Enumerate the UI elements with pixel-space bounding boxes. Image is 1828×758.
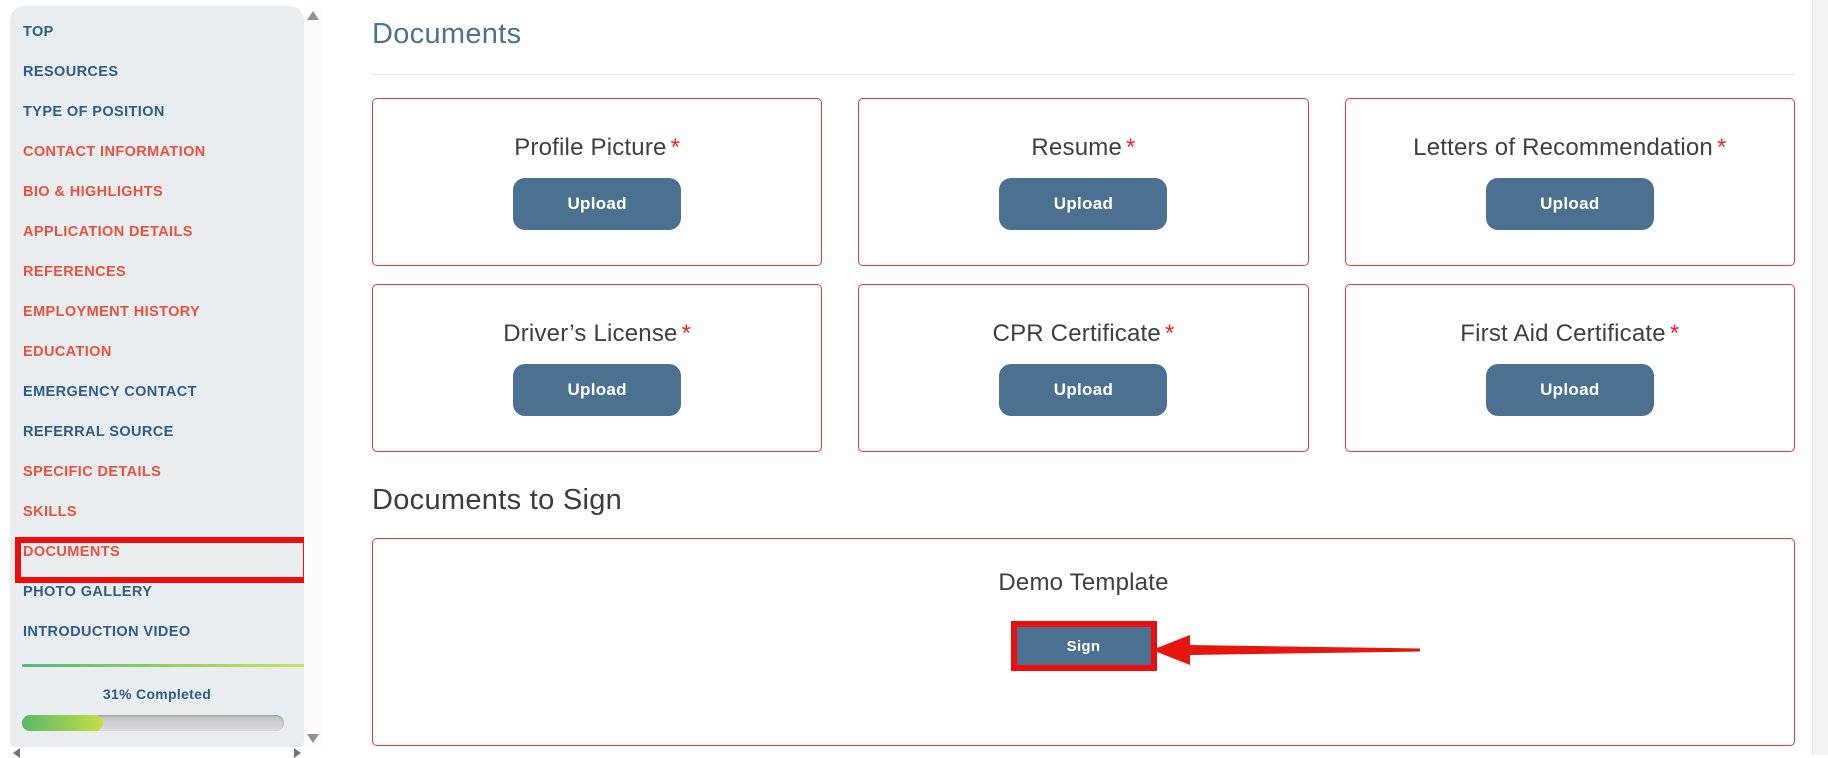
sidebar-item-label: EDUCATION: [23, 344, 112, 360]
sidebar-item-label: REFERRAL SOURCE: [23, 424, 174, 440]
upload-card-cpr-certificate: CPR Certificate* Upload: [858, 284, 1309, 452]
sidebar-nav: TOP RESOURCES TYPE OF POSITION CONTACT INFO…: [10, 6, 304, 652]
sign-button-highlight-annotation: Sign: [1010, 621, 1157, 671]
sidebar-item-specific-details[interactable]: SPECIFIC DETAILS: [10, 452, 304, 492]
sidebar-item-label: SPECIFIC DETAILS: [23, 464, 162, 480]
sidebar-item-label: APPLICATION DETAILS: [23, 224, 193, 240]
sidebar-item-employment-history[interactable]: EMPLOYMENT HISTORY: [10, 292, 304, 332]
sidebar-item-emergency-contact[interactable]: EMERGENCY CONTACT: [10, 372, 304, 412]
sidebar-item-references[interactable]: REFERENCES: [10, 252, 304, 292]
sidebar-item-introduction-video[interactable]: INTRODUCTION VIDEO: [10, 612, 304, 652]
required-asterisk: *: [1164, 320, 1175, 347]
required-asterisk: *: [670, 134, 681, 161]
upload-card-letters-of-recommendation: Letters of Recommendation* Upload: [1344, 98, 1795, 266]
upload-button[interactable]: Upload: [513, 178, 682, 230]
page-scrollbar[interactable]: [1812, 0, 1828, 755]
sidebar-item-label: TOP: [23, 24, 54, 40]
upload-card-title: Letters of Recommendation*: [1413, 134, 1727, 161]
sidebar-scrollbar[interactable]: [304, 6, 322, 748]
documents-section-title: Documents: [372, 18, 522, 50]
sidebar-item-type-of-position[interactable]: TYPE OF POSITION: [10, 92, 304, 132]
required-asterisk: *: [1669, 320, 1680, 347]
upload-card-title: CPR Certificate*: [992, 320, 1175, 347]
sidebar-item-label: DOCUMENTS: [23, 544, 121, 560]
sidebar-item-label: RESOURCES: [23, 64, 119, 80]
progress-percent-label: 31% Completed: [102, 686, 212, 702]
documents-to-sign-title: Documents to Sign: [372, 484, 623, 516]
sidebar-item-label: TYPE OF POSITION: [23, 104, 165, 120]
upload-card-first-aid-certificate: First Aid Certificate* Upload: [1344, 284, 1795, 452]
form-section-sidebar: TOP RESOURCES TYPE OF POSITION CONTACT INFO…: [10, 6, 309, 755]
sidebar-item-referral-source[interactable]: REFERRAL SOURCE: [10, 412, 304, 452]
sign-button[interactable]: Sign: [1016, 627, 1151, 665]
upload-card-driver-s-license: Driver’s License* Upload: [372, 284, 823, 452]
sidebar-item-label: REFERENCES: [23, 264, 127, 280]
sidebar-item-skills[interactable]: SKILLS: [10, 492, 304, 532]
required-asterisk: *: [1716, 134, 1727, 161]
upload-button[interactable]: Upload: [1485, 178, 1654, 230]
scroll-left-arrow-icon[interactable]: [13, 748, 20, 758]
required-asterisk: *: [1126, 134, 1136, 161]
sidebar-item-label: EMERGENCY CONTACT: [23, 384, 197, 400]
sidebar-item-documents[interactable]: DOCUMENTS: [10, 532, 304, 572]
upload-button[interactable]: Upload: [1485, 364, 1654, 416]
sidebar-horizontal-scrollbar[interactable]: [10, 747, 304, 758]
upload-card-title: Profile Picture*: [514, 134, 681, 161]
progress-bar-fill: [22, 715, 104, 731]
completion-progress-bar: [22, 715, 284, 731]
sidebar-gradient-divider: [22, 664, 305, 667]
scroll-down-arrow-icon[interactable]: [307, 734, 319, 743]
upload-button[interactable]: Upload: [999, 178, 1168, 230]
sidebar-item-label: PHOTO GALLERY: [23, 584, 153, 600]
sidebar-item-contact-information[interactable]: CONTACT INFORMATION: [10, 132, 304, 172]
upload-button[interactable]: Upload: [999, 364, 1168, 416]
sign-document-card: Demo Template Sign: [372, 538, 1795, 746]
sidebar-item-bio-highlights[interactable]: BIO & HIGHLIGHTS: [10, 172, 304, 212]
scroll-up-arrow-icon[interactable]: [307, 11, 319, 20]
sidebar-item-education[interactable]: EDUCATION: [10, 332, 304, 372]
scroll-right-arrow-icon[interactable]: [294, 748, 301, 758]
sidebar-item-top[interactable]: TOP: [10, 12, 304, 52]
upload-card-title: Driver’s License*: [503, 320, 692, 347]
upload-card-profile-picture: Profile Picture* Upload: [372, 98, 823, 266]
sidebar-item-label: EMPLOYMENT HISTORY: [23, 304, 201, 320]
upload-card-resume: Resume* Upload: [858, 98, 1309, 266]
sidebar-item-resources[interactable]: RESOURCES: [10, 52, 304, 92]
section-divider: [372, 74, 1795, 75]
sidebar-item-photo-gallery[interactable]: PHOTO GALLERY: [10, 572, 304, 612]
sidebar-item-application-details[interactable]: APPLICATION DETAILS: [10, 212, 304, 252]
sidebar-item-label: SKILLS: [23, 504, 77, 520]
upload-card-title: Resume*: [1031, 134, 1136, 161]
sidebar-item-label: INTRODUCTION VIDEO: [23, 624, 191, 640]
sidebar-item-label: CONTACT INFORMATION: [23, 144, 206, 160]
sign-card-title: Demo Template: [998, 569, 1169, 596]
required-asterisk: *: [681, 320, 692, 347]
upload-card-title: First Aid Certificate*: [1460, 320, 1680, 347]
sidebar-item-label: BIO & HIGHLIGHTS: [23, 184, 164, 200]
upload-button[interactable]: Upload: [513, 364, 682, 416]
